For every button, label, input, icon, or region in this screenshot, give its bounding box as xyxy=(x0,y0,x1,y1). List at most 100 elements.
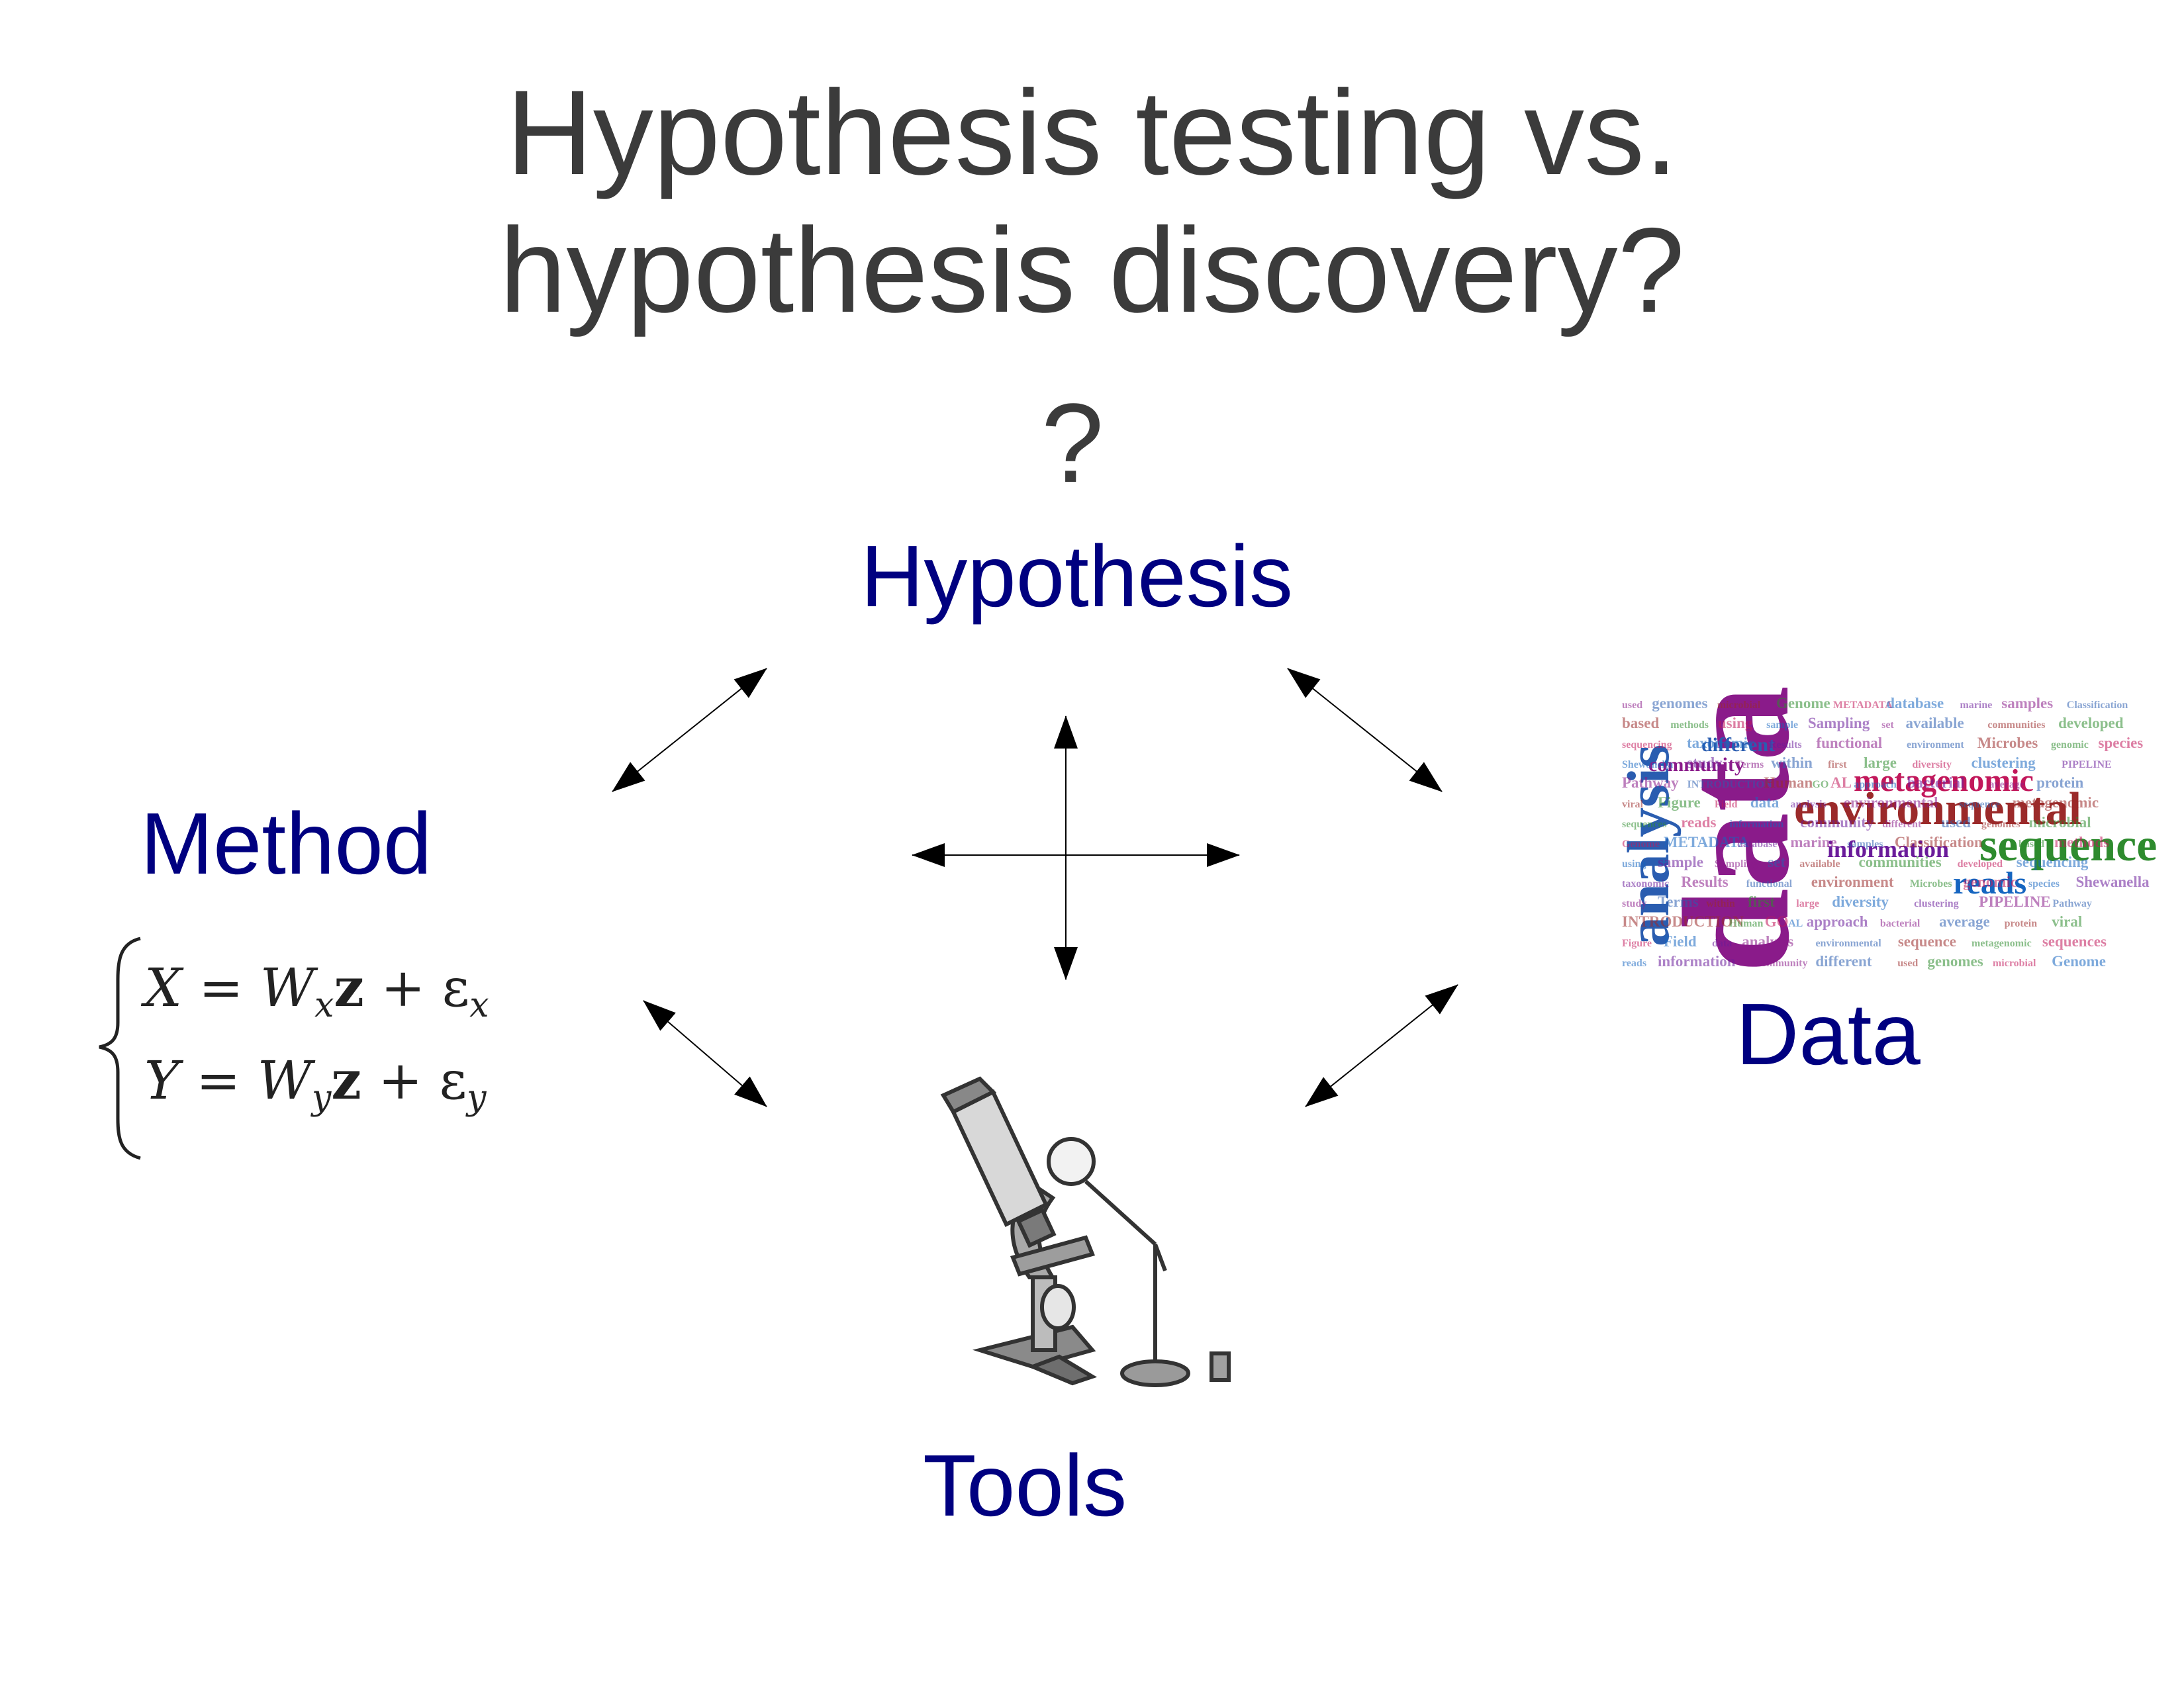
word-cloud-word: environmental xyxy=(1844,794,1938,811)
word-cloud-word: used xyxy=(1941,814,1971,831)
microscope-icon xyxy=(940,1076,1098,1386)
word-cloud-word: functional xyxy=(1816,735,1882,751)
data-label: Data xyxy=(1736,985,1921,1083)
word-cloud-word: large xyxy=(1864,754,1897,771)
word-cloud-word: first xyxy=(1828,759,1847,770)
word-cloud-word: samples xyxy=(1847,839,1883,850)
word-cloud-word: genomic xyxy=(2051,739,2089,751)
word-cloud-word: Figure xyxy=(1622,938,1652,949)
word-cloud-word: diversity xyxy=(1832,893,1889,910)
word-cloud-word: Genome xyxy=(1776,695,1830,711)
word-cloud-word: information xyxy=(1729,819,1783,830)
word-cloud-word: microbial xyxy=(1717,700,1761,711)
word-cloud-word: Microbes xyxy=(1910,878,1952,889)
word-cloud-word: available xyxy=(1799,858,1840,870)
word-cloud-word: environment xyxy=(1811,874,1894,890)
word-cloud-word: used xyxy=(1897,958,1918,969)
word-cloud-word: analysis xyxy=(1791,799,1827,810)
slide-title: Hypothesis testing vs. hypothesis discov… xyxy=(0,64,2184,339)
word-cloud-word: Sampling xyxy=(1808,715,1870,731)
word-cloud-word: Genome xyxy=(2052,953,2106,970)
word-cloud-word: different xyxy=(1701,734,1775,756)
word-cloud-word: species xyxy=(2028,878,2060,889)
word-cloud-word: Shewanella xyxy=(2075,874,2150,890)
word-cloud-word: environmental xyxy=(1794,784,2081,835)
word-cloud-word: functional xyxy=(1746,878,1793,889)
word-cloud-word: PIPELINE xyxy=(2062,759,2112,770)
word-cloud-word: community xyxy=(1800,814,1874,831)
method-label: Method xyxy=(140,795,432,892)
word-cloud-word: based xyxy=(2018,839,2044,850)
word-cloud-word: using xyxy=(1622,858,1646,870)
word-cloud-word: average xyxy=(1989,779,2024,790)
word-cloud-word: based xyxy=(1622,715,1659,731)
word-cloud-word: first xyxy=(1748,893,1775,910)
word-cloud-word: Terms xyxy=(1735,759,1764,770)
word-cloud-word: Microbes xyxy=(1977,735,2038,751)
word-cloud-word: data xyxy=(1750,794,1780,811)
word-cloud-word: Pathway xyxy=(1622,774,1679,791)
word-cloud-word: genomes xyxy=(1652,695,1707,711)
word-cloud-word: using xyxy=(1718,715,1753,731)
word-cloud-word: Results xyxy=(1681,874,1729,890)
word-cloud-word: METADATA xyxy=(1664,834,1749,850)
word-cloud-word: used xyxy=(1622,700,1642,711)
word-cloud-word: community xyxy=(1756,958,1807,969)
arrow-hypothesis-data xyxy=(1287,668,1443,792)
word-cloud-word: approach xyxy=(1807,913,1868,930)
word-cloud-word: clustering xyxy=(1914,898,1959,909)
word-cloud-word: communities xyxy=(1858,854,1941,870)
word-cloud-word: protein xyxy=(2036,774,2083,791)
hypothesis-label: Hypothesis xyxy=(861,527,1293,625)
word-cloud-word: genomes xyxy=(1981,819,2020,830)
word-cloud-word: microbial xyxy=(1993,958,2036,969)
word-cloud-word: microbial xyxy=(2029,814,2091,831)
word-cloud-word: taxonomic xyxy=(1687,735,1754,751)
word-cloud-word: community xyxy=(1648,754,1744,776)
word-cloud-word: sequencing xyxy=(2017,854,2089,870)
word-cloud-word: different xyxy=(1882,819,1922,830)
word-cloud-word: Genome xyxy=(1622,839,1660,850)
word-cloud-word: reads xyxy=(1622,958,1646,969)
arrow-data-tools xyxy=(1305,984,1458,1107)
left-brace-icon xyxy=(99,936,141,1160)
word-cloud-word: metagenomic xyxy=(1854,763,2034,798)
word-cloud-word: methods xyxy=(1670,719,1709,731)
word-cloud-word: within xyxy=(1771,754,1813,771)
word-cloud-word: sequence xyxy=(1898,933,1956,950)
word-cloud-word: METADATA xyxy=(1833,700,1893,711)
word-cloud-word: genomes xyxy=(1927,953,1983,970)
word-cloud-word: Shewanella xyxy=(1622,759,1673,770)
word-cloud-word: reads xyxy=(1953,866,2026,901)
word-cloud-word: marine xyxy=(1790,834,1836,850)
word-cloud-word: Classification xyxy=(1895,834,1983,850)
word-cloud: data analysis environmental sequence metagen… xyxy=(1616,685,2157,973)
word-cloud-word: genomic xyxy=(1963,874,2017,890)
word-cloud-word: species xyxy=(2099,735,2144,751)
word-cloud-word: sample xyxy=(1658,854,1703,870)
word-cloud-word: communities xyxy=(1987,719,2045,731)
word-cloud-word: INTRODUCTION xyxy=(1687,779,1772,790)
word-cloud-word: Human xyxy=(1764,774,1813,791)
word-cloud-word: INTRODUCTION xyxy=(1622,913,1744,930)
word-cloud-word: database xyxy=(1737,839,1777,850)
slide-title-line-1: Hypothesis testing vs. xyxy=(506,65,1678,200)
word-cloud-word: database xyxy=(1886,695,1944,711)
arrow-method-tools xyxy=(643,1000,767,1107)
word-cloud-word: within xyxy=(1706,898,1735,909)
magnifier-on-stand-icon xyxy=(1047,1137,1231,1387)
word-cloud-word: analysis xyxy=(1742,933,1793,950)
word-cloud-word: environment xyxy=(1907,739,1964,751)
word-cloud-word: metagenomic xyxy=(1971,938,2032,949)
word-cloud-word: PIPELINE xyxy=(1979,893,2051,910)
word-cloud-word: Field xyxy=(1715,799,1738,810)
question-mark: ? xyxy=(1041,381,1104,506)
equation-y-line: Y = Wyz + εy xyxy=(144,1049,487,1118)
word-cloud-word: information xyxy=(1827,836,1949,862)
word-cloud-word: different xyxy=(1815,953,1872,970)
word-cloud-word: average xyxy=(1939,913,1990,930)
